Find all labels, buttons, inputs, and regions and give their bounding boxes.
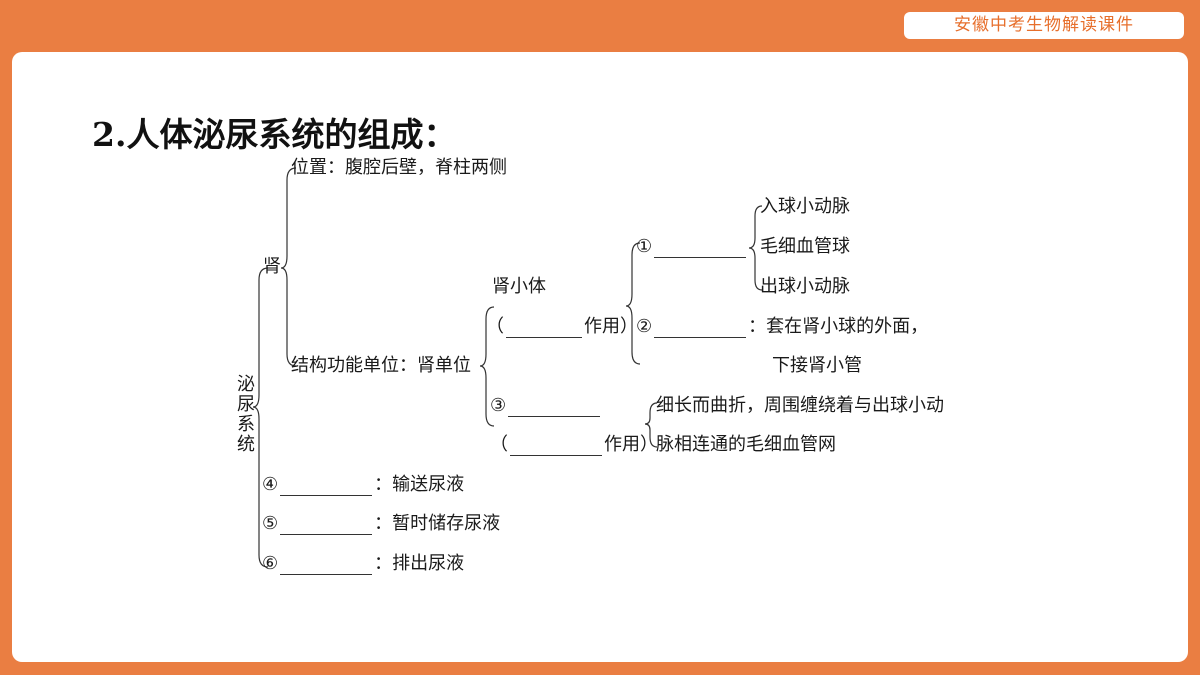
item3-blank[interactable] xyxy=(508,398,601,417)
item3-function-blank[interactable] xyxy=(510,437,602,456)
item4-blank[interactable] xyxy=(280,477,373,496)
bracket-nephron xyxy=(479,306,495,427)
root-label: 泌尿系统 xyxy=(234,374,255,454)
item3: ③ xyxy=(490,395,602,417)
bracket-item3 xyxy=(644,402,658,448)
content-card xyxy=(12,52,1188,662)
paren-open: （ xyxy=(490,434,508,455)
item3-desc-2: 脉相连通的毛细血管网 xyxy=(656,434,836,455)
item1-number: ① xyxy=(636,236,653,257)
kidney-label: 肾 xyxy=(263,256,281,277)
bracket-corpuscle xyxy=(625,242,641,365)
item4-number: ④ xyxy=(262,474,279,495)
bracket-root xyxy=(252,267,269,568)
corpuscle-function-blank[interactable] xyxy=(506,319,582,338)
item5-number: ⑤ xyxy=(262,513,279,534)
item5-desc: ：暂时储存尿液 xyxy=(374,513,501,534)
item3-desc-1: 细长而曲折，周围缠绕着与出球小动 xyxy=(656,395,944,416)
item6-number: ⑥ xyxy=(262,553,279,574)
item1-child-2: 毛细血管球 xyxy=(760,236,850,257)
item2-blank[interactable] xyxy=(654,319,747,338)
item1-child-1: 入球小动脉 xyxy=(760,196,850,217)
item6: ⑥ ：排出尿液 xyxy=(262,553,464,575)
item3-function: （ 作用） xyxy=(490,434,658,456)
paren-close: 作用） xyxy=(604,434,658,455)
item4-desc: ：输送尿液 xyxy=(374,474,465,495)
paren-close: 作用） xyxy=(584,316,638,337)
item2-desc-2: 下接肾小管 xyxy=(772,355,862,376)
paren-open: （ xyxy=(486,316,504,337)
item5-blank[interactable] xyxy=(280,516,373,535)
kidney-unit: 结构功能单位：肾单位 xyxy=(291,355,471,376)
item1-blank[interactable] xyxy=(654,239,747,258)
item2: ② ：套在肾小球的外面， xyxy=(636,316,928,338)
item6-desc: ：排出尿液 xyxy=(374,553,465,574)
item3-number: ③ xyxy=(490,395,507,416)
item2-desc-1: ：套在肾小球的外面， xyxy=(748,316,929,337)
kidney-position: 位置：腹腔后壁，脊柱两侧 xyxy=(291,157,507,178)
course-badge: 安徽中考生物解读课件 xyxy=(904,12,1184,39)
item2-number: ② xyxy=(636,316,653,337)
bracket-item1 xyxy=(748,205,763,291)
corpuscle-label: 肾小体 xyxy=(492,276,546,297)
item5: ⑤ ：暂时储存尿液 xyxy=(262,513,500,535)
item4: ④ ：输送尿液 xyxy=(262,474,464,496)
item1-child-3: 出球小动脉 xyxy=(760,276,850,297)
corpuscle-function: （ 作用） xyxy=(486,316,638,338)
item1: ① xyxy=(636,236,748,258)
item6-blank[interactable] xyxy=(280,556,373,575)
bracket-kidney xyxy=(280,167,297,367)
page-title: 2.人体泌尿系统的组成： xyxy=(92,115,457,154)
